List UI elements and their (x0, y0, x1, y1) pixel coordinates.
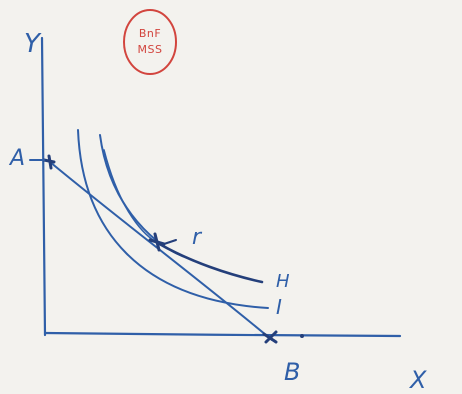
library-stamp: BnF MSS (123, 9, 177, 75)
indifference-curve-i (77, 129, 269, 309)
curve-i-label: I (276, 295, 282, 319)
stamp-line-1: BnF (139, 27, 161, 40)
x-axis-label: X (408, 366, 427, 394)
curve-h-label: H (276, 271, 290, 292)
indifference-curve-h-stroke (103, 149, 157, 243)
point-b-label: B (284, 358, 300, 386)
point-r-label: r (192, 225, 203, 250)
budget-line (49, 161, 273, 341)
point-a (29, 154, 56, 170)
y-axis-label: Y (24, 29, 42, 59)
stamp-line-2: MSS (138, 43, 163, 56)
y-axis (40, 36, 47, 337)
point-a-label: A (8, 146, 25, 171)
point-b (262, 330, 304, 344)
x-axis (43, 331, 402, 338)
indifference-curve-h-lower (154, 240, 264, 284)
tangency-point-r (148, 232, 177, 252)
